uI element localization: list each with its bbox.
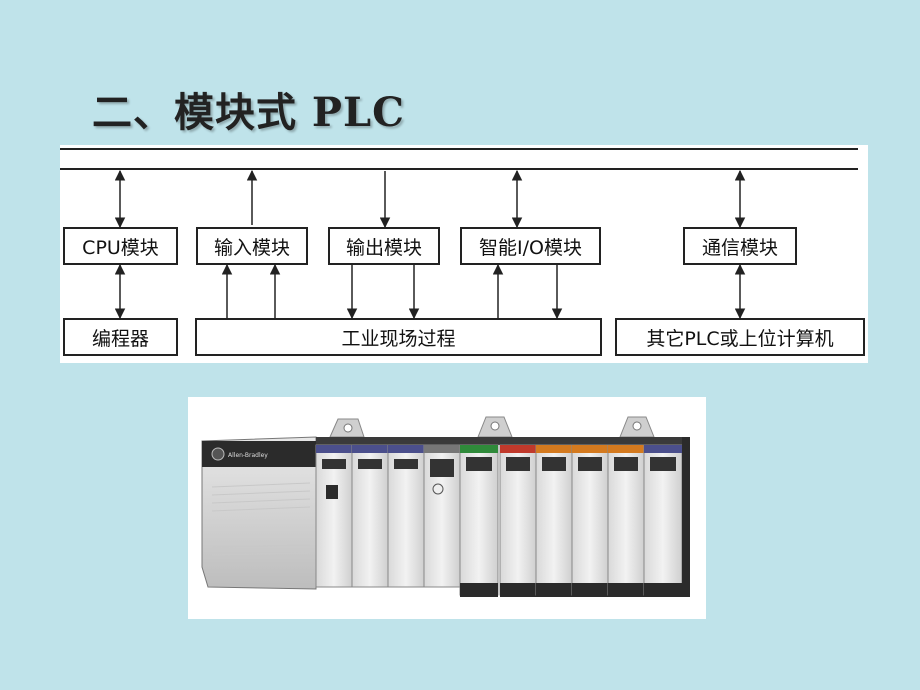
output-module-label: 输出模块 <box>345 236 422 259</box>
vent-lines <box>211 482 311 556</box>
cpu-module-label: CPU模块 <box>82 236 159 259</box>
power-supply-body <box>201 436 317 590</box>
programmer-label: 编程器 <box>91 327 149 350</box>
mount-hole-left <box>343 423 353 433</box>
plc-photo: Allen-Bradley <box>188 397 706 619</box>
smart-io-module-box: 智能I/O模块 <box>460 227 601 265</box>
programmer-box: 编程器 <box>63 318 178 356</box>
smart-io-module-label: 智能I/O模块 <box>479 236 582 259</box>
brand-logo-icon <box>211 447 225 461</box>
mount-hole-middle <box>490 421 500 431</box>
comm-module-label: 通信模块 <box>701 236 778 259</box>
plc-structure-diagram: CPU模块 输入模块 输出模块 智能I/O模块 通信模块 编程器 工业现场过程 … <box>60 145 868 363</box>
cpu-module-box: CPU模块 <box>63 227 178 265</box>
plc-rack-illustration: Allen-Bradley <box>201 416 690 597</box>
field-process-label: 工业现场过程 <box>341 327 456 350</box>
chassis-end-cap <box>682 437 690 597</box>
module-slots <box>315 444 683 597</box>
diagram-connectors <box>60 148 858 320</box>
mount-hole-right <box>632 421 642 431</box>
output-module-box: 输出模块 <box>328 227 440 265</box>
brand-mark: Allen-Bradley <box>228 452 268 459</box>
chassis-rail <box>316 437 686 445</box>
input-module-label: 输入模块 <box>213 236 290 259</box>
field-process-box: 工业现场过程 <box>195 318 602 356</box>
other-plc-label: 其它PLC或上位计算机 <box>646 327 834 350</box>
other-plc-box: 其它PLC或上位计算机 <box>615 318 865 356</box>
comm-module-box: 通信模块 <box>683 227 797 265</box>
input-module-box: 输入模块 <box>196 227 308 265</box>
slide-title: 二、模块式 PLC <box>92 89 405 136</box>
